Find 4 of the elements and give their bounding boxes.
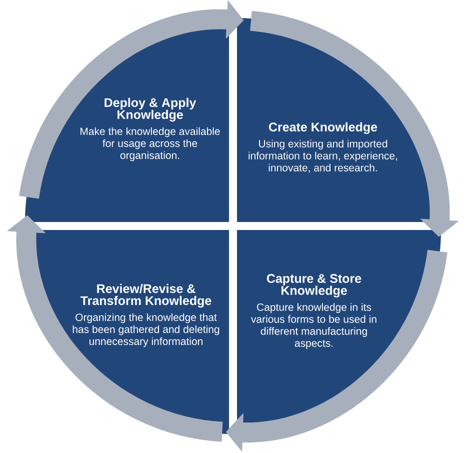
quadrant: Create Knowledge Using existing and imported information to learn, experience, innovate, and research. [237, 18, 441, 222]
quadrant: Deploy & Apply Knowledge Make the knowledge available for usage across the organisation. [25, 18, 229, 222]
quadrant: Capture & Store Knowledge Capture knowledge in its various forms to be used in different manufacturing aspects. [237, 230, 441, 434]
quadrant: Review/Revise & Transform Knowledge Organizing the knowledge that has been gathered and deleting unnecessary information [25, 230, 229, 434]
